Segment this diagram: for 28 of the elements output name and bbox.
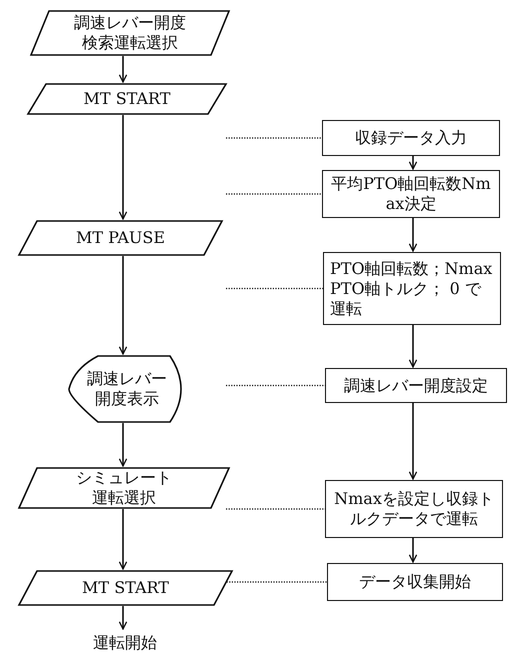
arrow <box>408 538 418 563</box>
arrow <box>408 156 418 170</box>
dotted-line <box>226 384 325 386</box>
input-output-box: シミュレート運転選択 <box>18 467 230 509</box>
dotted-line <box>226 288 323 290</box>
process-box: Nmaxを設定し収録トルクデータで運転 <box>325 480 503 538</box>
arrow <box>408 325 418 368</box>
arrow <box>408 403 418 480</box>
dotted-line <box>226 193 322 195</box>
process-box: PTO軸回転数；Nmax PTO軸トルク； 0 で運転 <box>323 252 501 325</box>
arrow <box>118 56 128 83</box>
input-output-box: MT PAUSE <box>18 220 223 256</box>
arrow <box>118 256 128 355</box>
arrow <box>408 218 418 252</box>
input-output-box: MT START <box>18 570 233 606</box>
input-output-box: MT START <box>27 83 227 115</box>
end-text: 運転開始 <box>70 630 180 656</box>
input-output-box: 調速レバー開度検索運転選択 <box>30 10 230 56</box>
arrow <box>118 423 128 467</box>
process-box: データ収集開始 <box>327 563 503 601</box>
dotted-line <box>226 137 322 139</box>
process-box: 調速レバー開度設定 <box>325 368 507 403</box>
process-box: 平均PTO軸回転数Nmax決定 <box>322 170 500 218</box>
dotted-line <box>226 508 325 510</box>
arrow <box>118 115 128 220</box>
arrow <box>118 606 128 630</box>
arrow <box>118 509 128 570</box>
process-box: 収録データ入力 <box>322 120 500 156</box>
